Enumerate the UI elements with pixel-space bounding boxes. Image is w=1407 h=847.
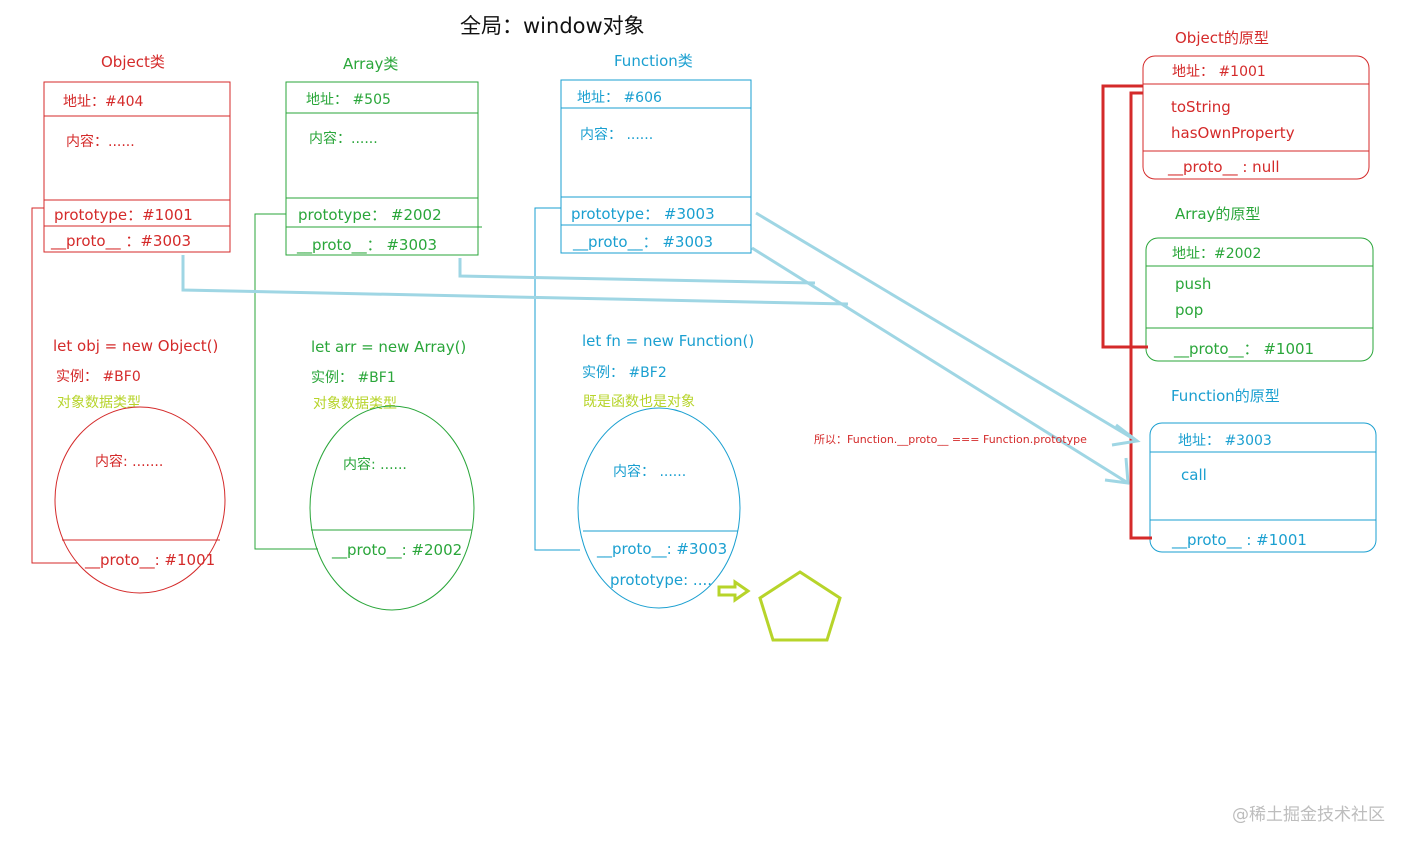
pentagon-icon: [758, 570, 842, 642]
fn-instance-ellipse: [577, 407, 741, 609]
function-class-proto: __proto__： #3003: [572, 233, 713, 252]
arr-instance-address: 实例： #BF1: [311, 370, 396, 386]
object-prototype-box: [1142, 55, 1370, 180]
object-class-content: 内容：......: [66, 133, 135, 150]
function-class-prototype: prototype： #3003: [571, 205, 715, 223]
connector-fn-proto: [534, 207, 580, 551]
array-class-proto: __proto__： #3003: [296, 236, 437, 255]
arr-type: 对象数据类型: [313, 396, 397, 412]
function-class-label: Function类: [614, 52, 693, 70]
array-class-address: 地址： #505: [306, 92, 391, 108]
object-prototype-proto: __proto__ : null: [1167, 158, 1280, 177]
function-prototype-address: 地址： #3003: [1178, 433, 1272, 449]
object-prototype-method: toString: [1171, 98, 1231, 116]
connector-arr-proto: [254, 213, 318, 550]
obj-code: let obj = new Object(): [53, 337, 218, 355]
function-class-content: 内容： ......: [580, 126, 653, 143]
watermark: @稀土掘金技术社区: [1232, 805, 1385, 825]
object-class-prototype: prototype：#1001: [54, 206, 193, 224]
array-prototype-address: 地址：#2002: [1172, 246, 1261, 262]
obj-instance: let obj = new Object() 实例： #BF0 对象数据类型 内…: [53, 337, 226, 594]
array-class-prototype: prototype： #2002: [298, 206, 442, 224]
object-class-box: [43, 81, 231, 253]
arr-proto: __proto__: #2002: [331, 541, 462, 560]
fn-prototype: prototype: ....: [610, 571, 712, 589]
arr-instance: let arr = new Array() 实例： #BF1 对象数据类型 内容…: [309, 338, 475, 611]
obj-instance-address: 实例： #BF0: [56, 369, 141, 385]
object-class-address: 地址：#404: [63, 94, 144, 110]
function-class-box: [560, 79, 752, 254]
object-class: Object类 地址：#404 内容：...... prototype：#100…: [43, 53, 231, 253]
object-prototype-address: 地址： #1001: [1172, 64, 1266, 80]
array-class: Array类 地址： #505 内容：...... prototype： #20…: [285, 55, 482, 256]
array-class-box: [285, 81, 479, 256]
connector-array-class-proto: [458, 258, 816, 285]
arr-content: 内容: ......: [343, 456, 407, 473]
arrowhead-function-class-proto: [1104, 457, 1130, 485]
fn-type: 既是函数也是对象: [583, 394, 695, 410]
object-prototype-label: Object的原型: [1175, 29, 1269, 47]
array-class-content: 内容：......: [309, 130, 378, 147]
object-prototype-method: hasOwnProperty: [1171, 124, 1295, 142]
object-class-proto: __proto__ ：#3003: [50, 232, 191, 251]
arr-code: let arr = new Array(): [311, 338, 466, 356]
arr-instance-ellipse: [309, 405, 475, 611]
arrow-right-icon: [717, 579, 751, 603]
fn-code: let fn = new Function(): [582, 332, 754, 350]
function-prototype: Function的原型 地址： #3003 call __proto__ : #…: [1149, 387, 1377, 553]
connector-object-class-proto: [181, 255, 849, 306]
array-prototype-method: pop: [1175, 301, 1203, 319]
object-prototype: Object的原型 地址： #1001 toString hasOwnPrope…: [1142, 29, 1370, 180]
array-prototype: Array的原型 地址：#2002 push pop __proto__： #1…: [1145, 205, 1374, 362]
obj-proto: __proto__: #1001: [84, 551, 215, 570]
function-class: Function类 地址： #606 内容： ...... prototype：…: [560, 52, 752, 254]
function-prototype-label: Function的原型: [1171, 387, 1280, 405]
fn-instance: let fn = new Function() 实例： #BF2 既是函数也是对…: [577, 332, 754, 609]
page-title: 全局：window对象: [460, 14, 645, 38]
function-proto-note: 所以：Function.__proto__ === Function.proto…: [814, 433, 1087, 446]
array-class-label: Array类: [343, 55, 398, 73]
obj-type: 对象数据类型: [57, 395, 141, 411]
function-class-address: 地址： #606: [577, 90, 662, 106]
function-prototype-method: call: [1181, 466, 1207, 484]
connector-function-class-prototype: [755, 211, 1138, 443]
function-prototype-proto: __proto__ : #1001: [1171, 531, 1307, 550]
fn-instance-address: 实例： #BF2: [582, 365, 667, 381]
connector-array-proto-to-object: [1101, 84, 1147, 349]
array-prototype-method: push: [1175, 275, 1211, 293]
array-prototype-proto: __proto__： #1001: [1173, 340, 1314, 359]
obj-instance-ellipse: [54, 406, 226, 594]
array-prototype-box: [1145, 237, 1374, 362]
array-prototype-label: Array的原型: [1175, 205, 1260, 223]
connector-obj-proto: [31, 207, 78, 564]
object-class-label: Object类: [101, 53, 165, 71]
obj-content: 内容: .......: [95, 453, 163, 470]
fn-proto: __proto__: #3003: [596, 540, 727, 559]
connector-function-class-proto: [751, 246, 1129, 485]
arrowhead-function-class-prototype: [1111, 423, 1141, 447]
fn-content: 内容： ......: [613, 463, 686, 480]
